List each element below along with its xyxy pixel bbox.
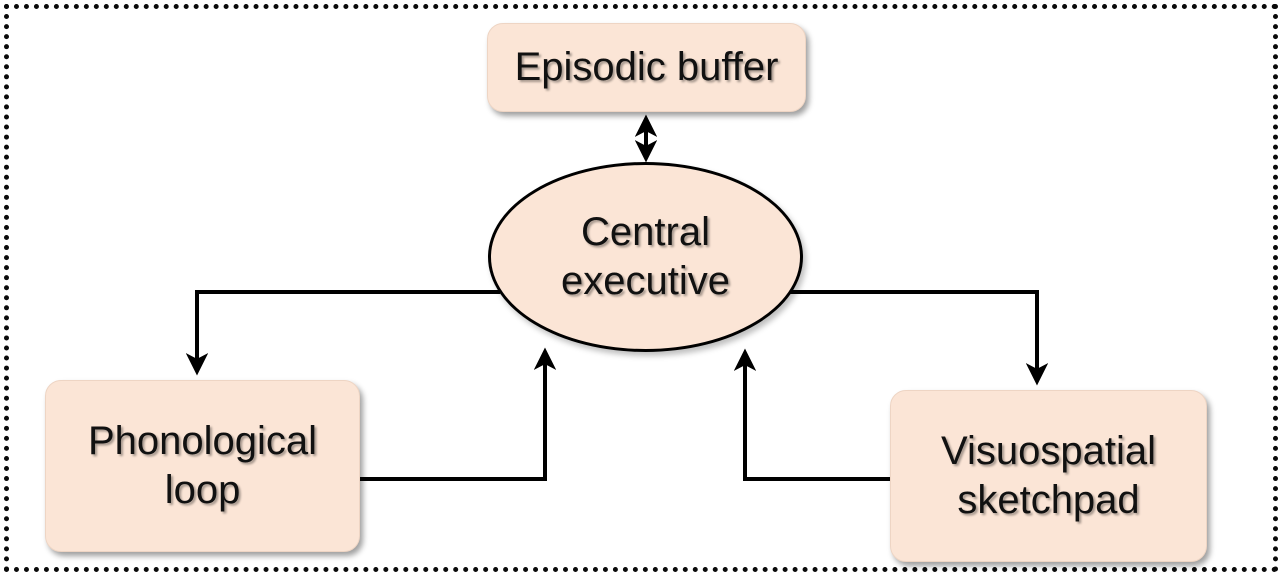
node-central-executive: Central executive — [488, 162, 803, 352]
connector-phonological-to-central — [360, 347, 557, 481]
connector-visuospatial-to-central — [733, 348, 890, 481]
node-visuospatial-sketchpad-label: Visuospatial sketchpad — [941, 429, 1156, 522]
connector-central-to-phonological — [185, 290, 500, 376]
node-episodic-buffer: Episodic buffer — [487, 23, 806, 112]
node-visuospatial-sketchpad: Visuospatial sketchpad — [890, 390, 1207, 562]
node-episodic-buffer-label: Episodic buffer — [514, 45, 779, 90]
node-central-executive-label: Central executive — [561, 210, 730, 303]
node-phonological-loop: Phonological loop — [45, 380, 360, 552]
connector-central-to-visuospatial — [790, 290, 1049, 386]
node-phonological-loop-label: Phonological loop — [87, 419, 318, 512]
